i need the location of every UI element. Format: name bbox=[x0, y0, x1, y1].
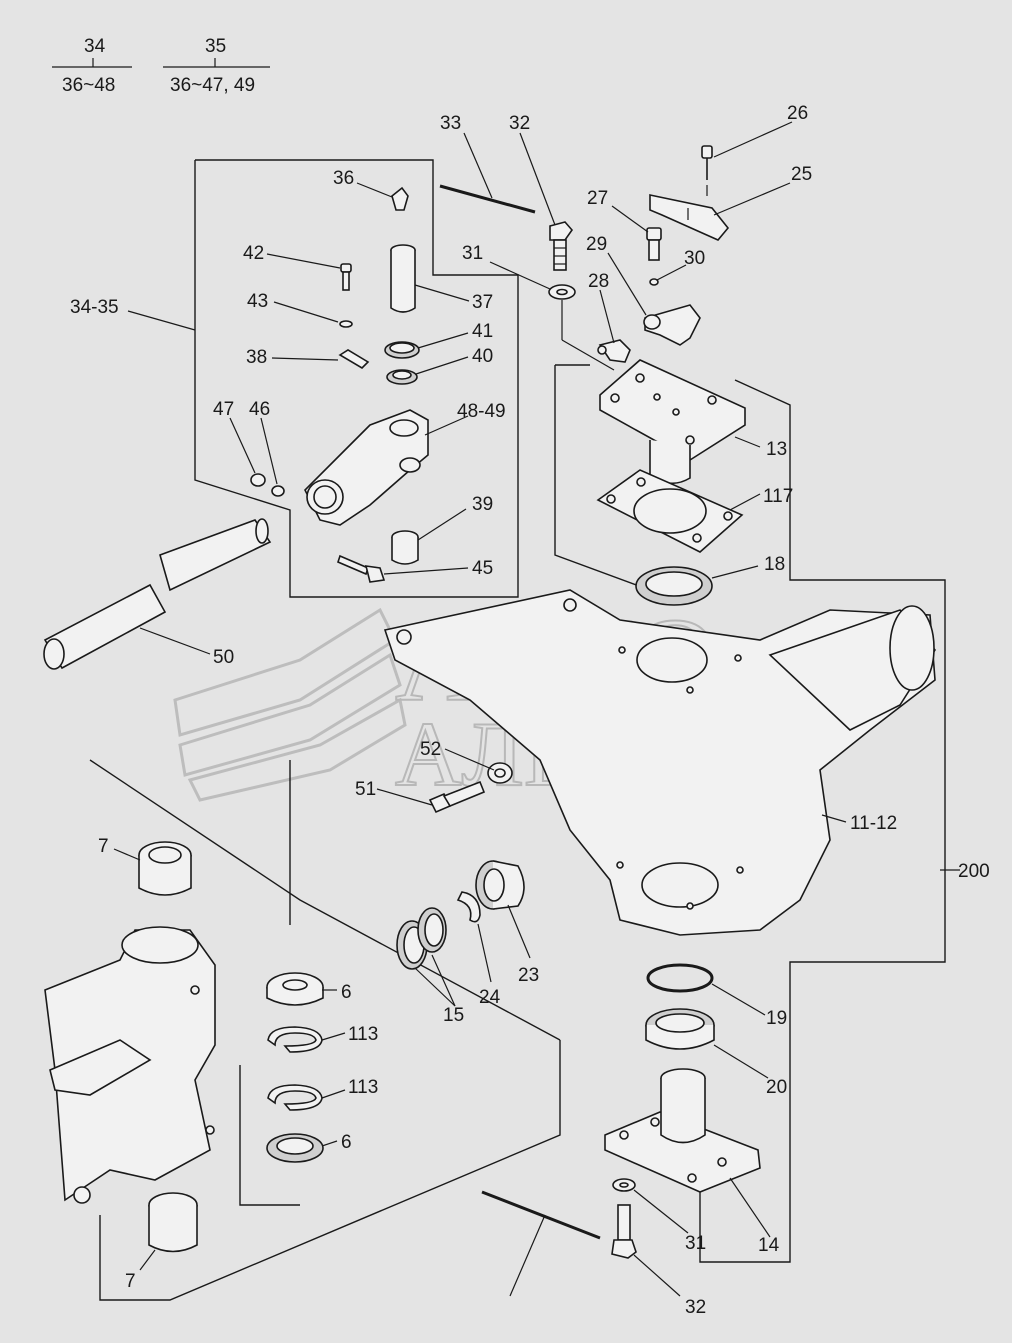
callout-200: 200 bbox=[958, 861, 990, 882]
callout-34-35: 34-35 bbox=[70, 297, 119, 318]
callout-14: 14 bbox=[758, 1235, 780, 1256]
callout-32-top: 32 bbox=[509, 113, 530, 134]
part-24-circlip bbox=[456, 891, 481, 923]
part-45-bolt bbox=[337, 554, 386, 583]
callout-7-top: 7 bbox=[98, 836, 109, 857]
callout-38: 38 bbox=[246, 347, 267, 368]
part-51-bolt bbox=[428, 780, 486, 814]
header-group-34: 34 36~48 bbox=[52, 36, 132, 96]
part-25-bracket bbox=[649, 194, 730, 241]
part-13-flange-housing bbox=[599, 359, 746, 485]
part-26-screw bbox=[701, 145, 713, 196]
part-43-washer bbox=[339, 320, 353, 328]
callout-18: 18 bbox=[764, 554, 785, 575]
part-33-rod bbox=[439, 184, 536, 214]
part-41-ring bbox=[384, 341, 420, 359]
callout-6-bottom: 6 bbox=[341, 1132, 352, 1153]
callout-48-49: 48-49 bbox=[457, 401, 506, 422]
callout-42: 42 bbox=[243, 243, 264, 264]
callout-29: 29 bbox=[586, 234, 607, 255]
callout-32-bottom: 32 bbox=[685, 1297, 706, 1318]
header-35-bottom: 36~47, 49 bbox=[170, 75, 255, 96]
axle-housing bbox=[44, 926, 216, 1204]
part-113-ring-top bbox=[267, 1026, 323, 1053]
part-32-bolt-top bbox=[549, 221, 574, 271]
callout-27: 27 bbox=[587, 188, 608, 209]
callout-37: 37 bbox=[472, 292, 493, 313]
callout-36: 36 bbox=[333, 168, 354, 189]
callout-23: 23 bbox=[518, 965, 539, 986]
leader-lines bbox=[113, 121, 960, 1297]
part-37-pin bbox=[390, 244, 416, 313]
part-23-bearing bbox=[475, 860, 525, 910]
callout-41: 41 bbox=[472, 321, 493, 342]
part-29-tee bbox=[643, 304, 701, 346]
part-30-washer bbox=[649, 278, 659, 286]
callout-labels: 26 25 27 29 30 28 33 32 31 36 42 43 37 4… bbox=[70, 103, 990, 1318]
callout-43: 43 bbox=[247, 291, 268, 312]
part-11-12-knuckle bbox=[383, 589, 936, 936]
part-42-screw bbox=[340, 263, 352, 291]
part-27-bolt bbox=[646, 227, 662, 261]
header-34-top: 34 bbox=[84, 36, 106, 57]
callout-113-top: 113 bbox=[348, 1024, 378, 1045]
callout-28: 28 bbox=[588, 271, 609, 292]
part-14-flange bbox=[604, 1068, 761, 1193]
callout-52: 52 bbox=[420, 739, 441, 760]
part-47-nut bbox=[250, 473, 266, 487]
part-6-thrust-washer-bottom bbox=[266, 1133, 324, 1163]
callout-31-top: 31 bbox=[462, 243, 483, 264]
assembly-outline bbox=[89, 159, 946, 1301]
part-36-nipple bbox=[391, 186, 409, 211]
part-20-bearing bbox=[645, 1008, 715, 1050]
part-28-elbow bbox=[597, 339, 631, 363]
part-113-ring-bottom bbox=[267, 1084, 323, 1111]
part-31-washer-top bbox=[548, 284, 576, 300]
callout-39: 39 bbox=[472, 494, 493, 515]
callout-30: 30 bbox=[684, 248, 705, 269]
callout-20: 20 bbox=[766, 1077, 787, 1098]
callout-40: 40 bbox=[472, 346, 493, 367]
part-15-seals bbox=[396, 907, 447, 970]
callout-15: 15 bbox=[443, 1005, 464, 1026]
part-52-nut bbox=[487, 762, 513, 784]
callout-51: 51 bbox=[355, 779, 376, 800]
callout-31-bottom: 31 bbox=[685, 1233, 706, 1254]
part-50-shaft bbox=[43, 518, 272, 670]
part-40-ring bbox=[386, 369, 418, 385]
part-46-washer bbox=[271, 485, 285, 497]
callout-47: 47 bbox=[213, 399, 234, 420]
part-38-key bbox=[338, 349, 370, 370]
callout-24: 24 bbox=[479, 987, 501, 1008]
part-48-49-yoke bbox=[304, 409, 429, 526]
callout-25: 25 bbox=[791, 164, 812, 185]
callout-117: 117 bbox=[763, 486, 793, 507]
header-group-35: 35 36~47, 49 bbox=[163, 36, 270, 96]
callout-26: 26 bbox=[787, 103, 808, 124]
callout-50: 50 bbox=[213, 647, 234, 668]
callout-6-top: 6 bbox=[341, 982, 352, 1003]
header-35-top: 35 bbox=[205, 36, 226, 57]
callout-19: 19 bbox=[766, 1008, 787, 1029]
part-32-bolt-bottom bbox=[611, 1204, 637, 1259]
part-6-thrust-washer-top bbox=[266, 972, 324, 1006]
callout-46: 46 bbox=[249, 399, 270, 420]
header-34-bottom: 36~48 bbox=[62, 75, 115, 96]
part-19-oring bbox=[646, 963, 714, 993]
callout-45: 45 bbox=[472, 558, 493, 579]
part-33-rod-bottom bbox=[481, 1190, 601, 1240]
part-7-bushing-top bbox=[138, 841, 192, 896]
callout-7-bottom: 7 bbox=[125, 1271, 136, 1292]
callout-11-12: 11-12 bbox=[850, 813, 897, 834]
part-31-washer-bottom bbox=[612, 1178, 636, 1192]
callout-113-bottom: 113 bbox=[348, 1077, 378, 1098]
callout-13: 13 bbox=[766, 439, 787, 460]
part-7-bushing-bottom bbox=[148, 1192, 198, 1253]
callout-33: 33 bbox=[440, 113, 461, 134]
part-39-bushing bbox=[391, 530, 419, 565]
part-117-gasket bbox=[596, 469, 744, 553]
part-18-seal bbox=[635, 566, 713, 606]
